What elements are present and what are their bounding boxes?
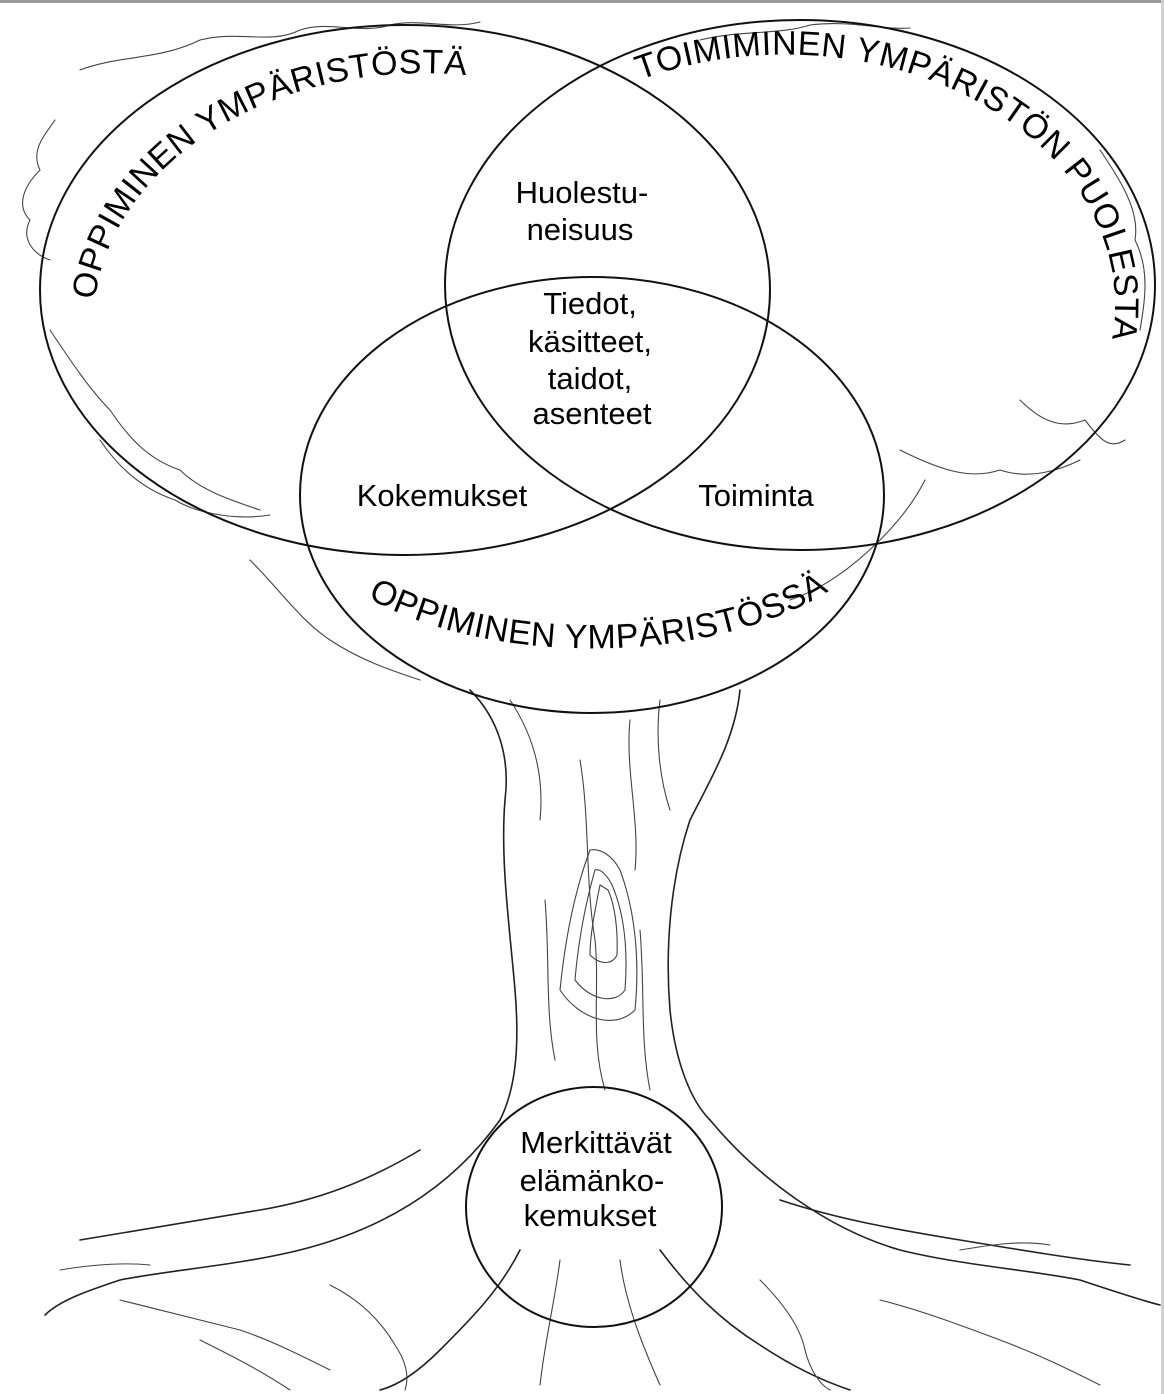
region-top: Huolestu- neisuus bbox=[516, 175, 649, 247]
roots-line-2: elämänko- bbox=[520, 1163, 665, 1198]
region-top-line-2: neisuus bbox=[527, 212, 634, 247]
region-right: Toiminta bbox=[698, 478, 814, 513]
region-left: Kokemukset bbox=[357, 478, 528, 513]
region-center-line-1: Tiedot, bbox=[543, 286, 637, 321]
venn-circles bbox=[39, 19, 1156, 1328]
region-center: Tiedot, käsitteet, taidot, asenteet bbox=[528, 286, 652, 431]
tree-trunk bbox=[469, 689, 741, 1121]
roots-label: Merkittävät elämänko- kemukset bbox=[520, 1125, 673, 1233]
region-top-line-1: Huolestu- bbox=[516, 175, 649, 210]
roots-line-1: Merkittävät bbox=[520, 1125, 672, 1160]
circle-top-left bbox=[39, 24, 771, 556]
roots-line-3: kemukset bbox=[524, 1198, 657, 1233]
circle-bottom bbox=[299, 276, 885, 714]
region-center-line-2: käsitteet, bbox=[528, 324, 652, 359]
trunk-knot bbox=[559, 849, 638, 1021]
label-learning-in-environment: OPPIMINEN YMPÄRISTÖSSÄ bbox=[364, 565, 834, 657]
top-border bbox=[0, 0, 1164, 3]
label-learning-from-environment: OPPIMINEN YMPÄRISTÖSTÄ bbox=[65, 43, 469, 302]
region-center-line-4: asenteet bbox=[533, 396, 652, 431]
tree-roots bbox=[44, 1119, 1161, 1391]
circle-top-right bbox=[444, 19, 1156, 551]
circle-roots bbox=[465, 1086, 723, 1328]
region-center-line-3: taidot, bbox=[548, 361, 632, 396]
right-border bbox=[1161, 0, 1164, 1394]
